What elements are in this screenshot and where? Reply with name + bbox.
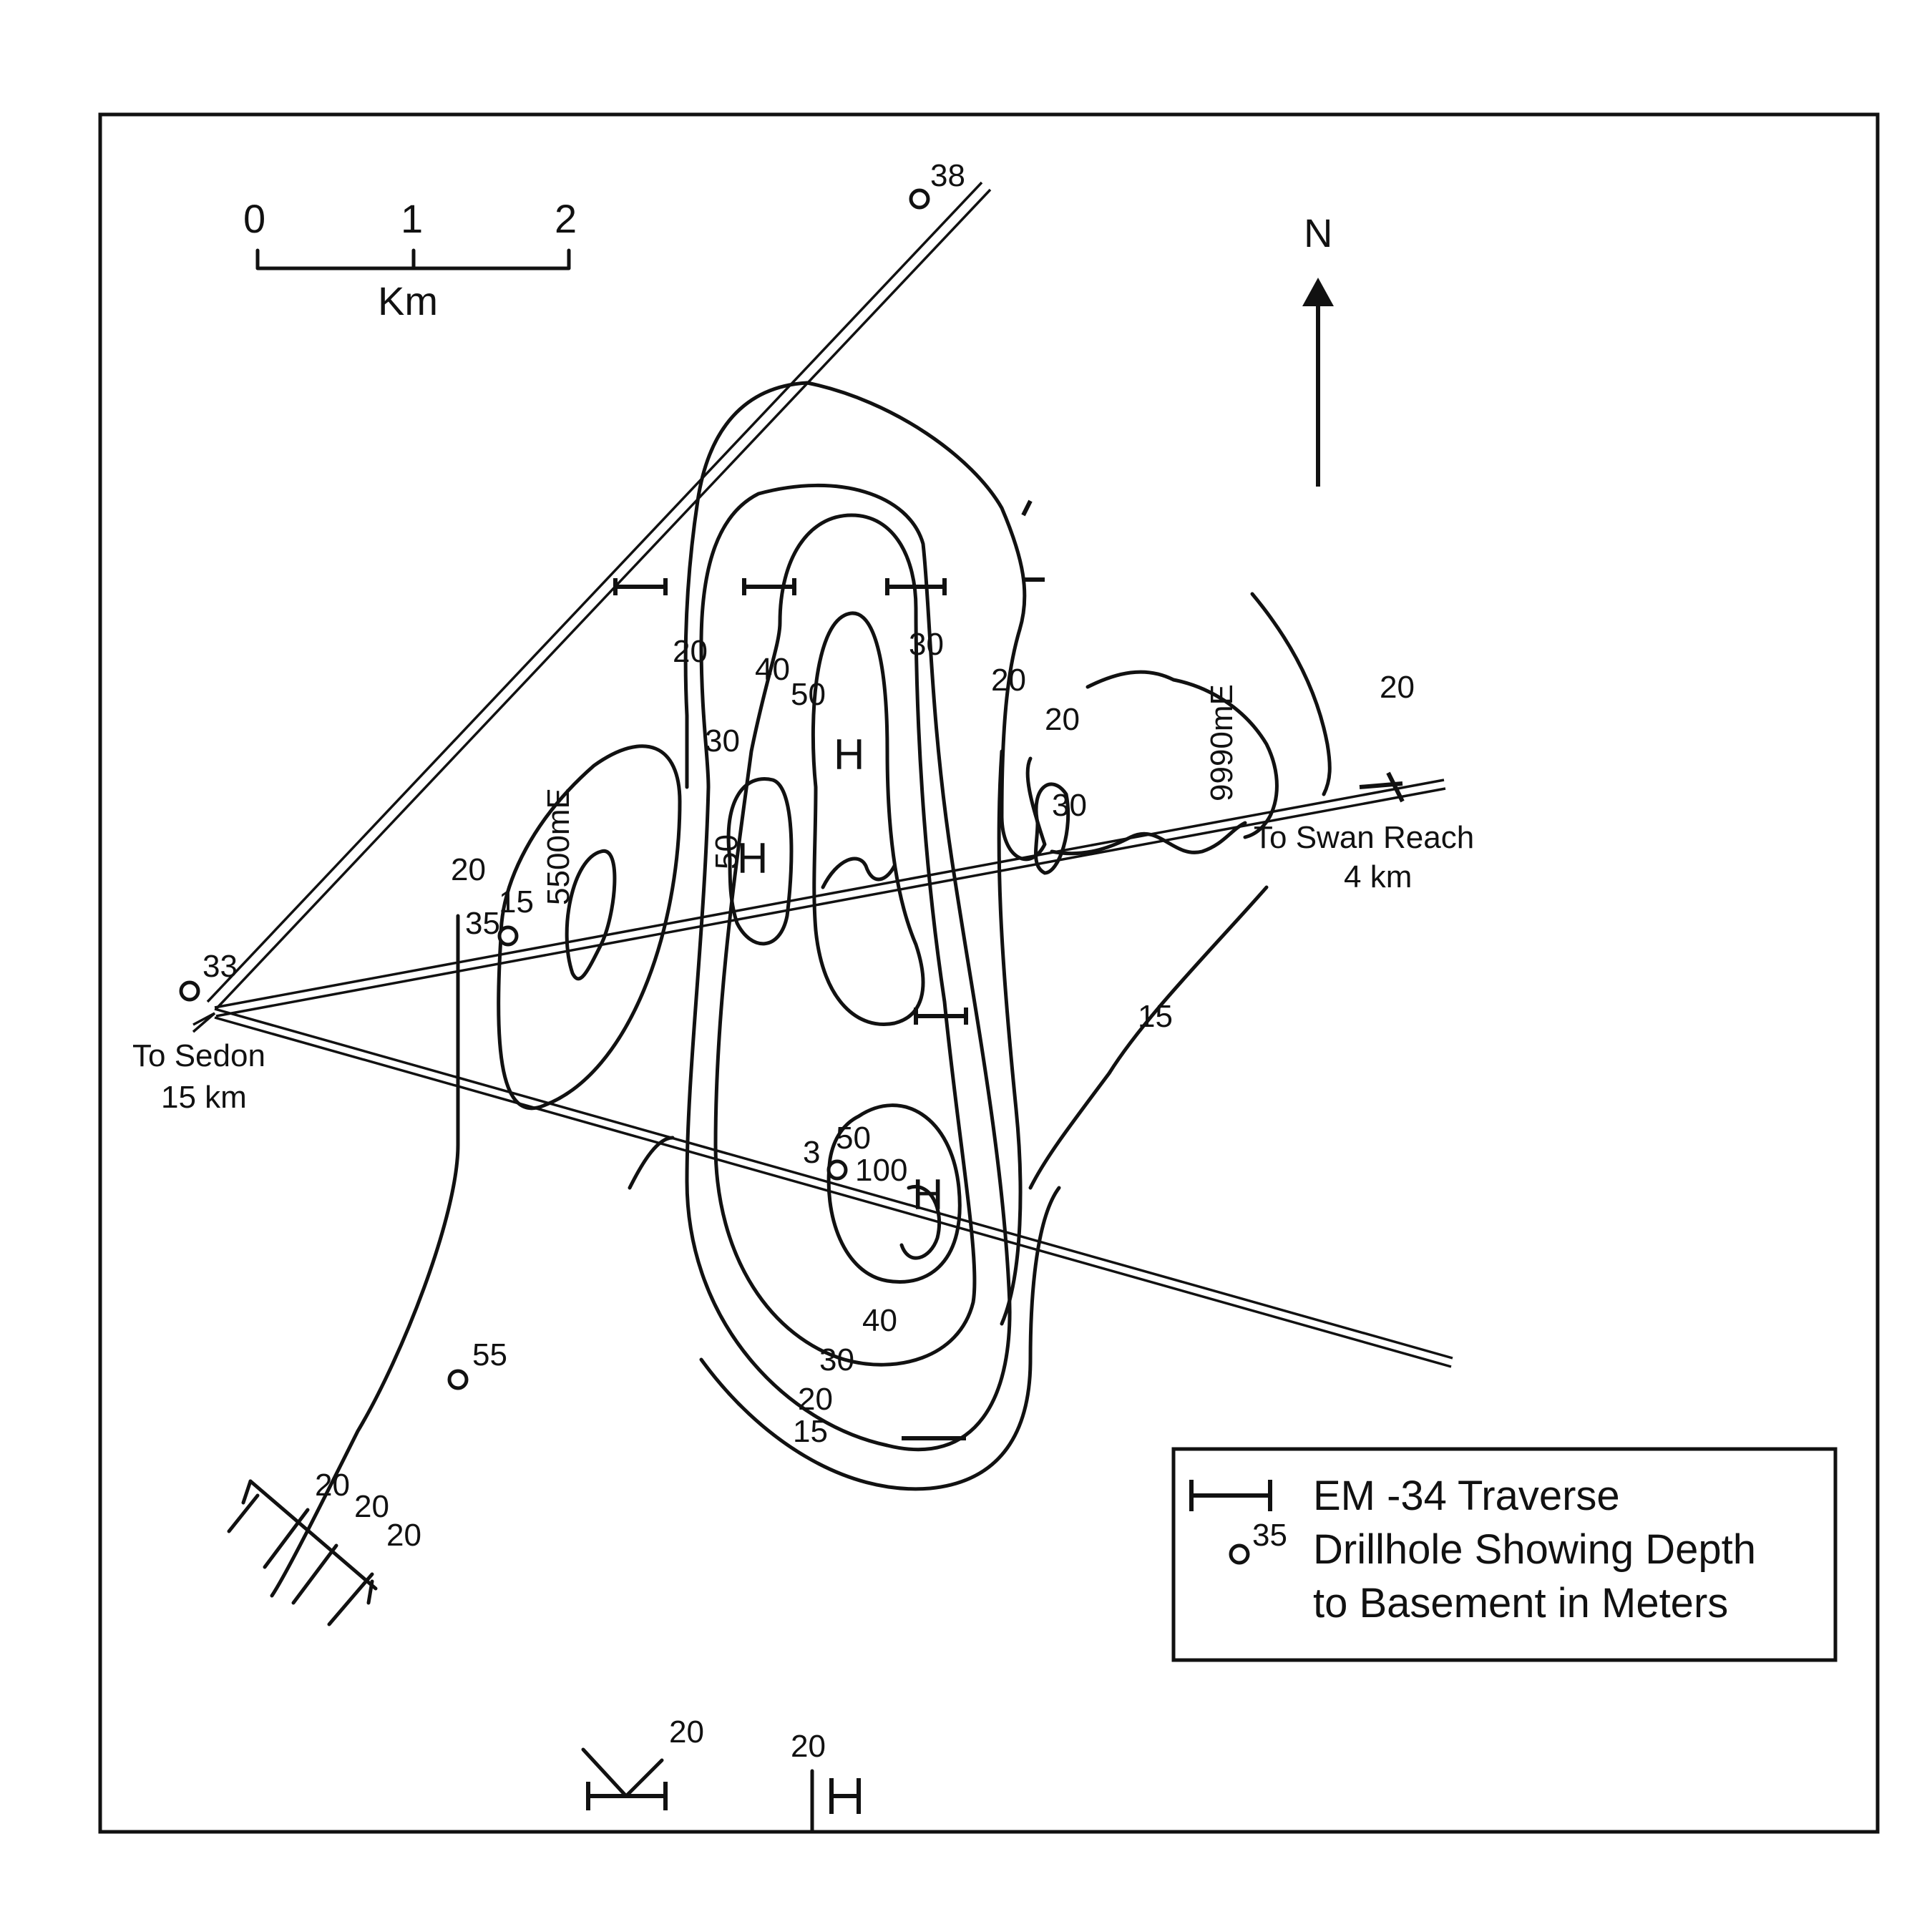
contour-label: 20 — [991, 663, 1026, 698]
scale-tick-2: 2 — [555, 196, 577, 241]
drillhole-38 — [909, 188, 930, 210]
contour-label: 20 — [354, 1489, 389, 1524]
contour-label: 20 — [451, 852, 486, 887]
drillholes — [179, 188, 930, 1390]
contour-label: 20 — [1380, 670, 1415, 705]
place-sedon-line1: To Sedon — [132, 1038, 265, 1073]
contour-labels: 20 40 50 30 20 20 30 30 20 20 15 50 15 5… — [315, 627, 1415, 1764]
contour-label: 20 — [315, 1468, 350, 1503]
contour-label: 15 — [499, 884, 534, 919]
contour-far-east — [1250, 592, 1332, 796]
contour-label: 20 — [791, 1729, 826, 1764]
drillhole-value-35: 35 — [465, 906, 500, 941]
drillhole-33 — [179, 980, 200, 1002]
contour-label: 50 — [791, 677, 826, 712]
contour-20-north-west — [683, 381, 809, 789]
contour-label: 20 — [386, 1518, 421, 1553]
contour-label: 100 — [855, 1153, 907, 1188]
contour-50-north — [811, 611, 925, 1026]
contour-20-west — [270, 914, 460, 1598]
contour-label: 20 — [798, 1382, 833, 1417]
contour-label: 15 — [1138, 999, 1173, 1034]
drillhole-value-3: 3 — [803, 1135, 820, 1170]
place-sedon-line2: 15 km — [161, 1080, 247, 1115]
contour-label: 40 — [862, 1303, 897, 1338]
drillhole-value-55: 55 — [472, 1337, 507, 1372]
contour-west-inner — [565, 849, 617, 981]
contour-label: 30 — [819, 1342, 854, 1377]
drillhole-35 — [497, 925, 519, 947]
legend-drillhole-icon — [1229, 1543, 1250, 1565]
contour-label: 30 — [909, 627, 944, 662]
high-marker-west: H — [737, 834, 768, 882]
contour-label: 40 — [755, 652, 790, 687]
drillhole-55 — [447, 1369, 469, 1390]
high-marker-north: H — [834, 731, 864, 779]
legend-drillhole-label-line1: Drillhole Showing Depth — [1313, 1526, 1756, 1573]
legend: EM -34 Traverse 35 Drillhole Showing Dep… — [1171, 1447, 1838, 1662]
scale-tick-1: 1 — [401, 196, 423, 241]
em34-traverses — [613, 499, 1405, 1440]
legend-drillhole-label-line2: to Basement in Meters — [1313, 1580, 1728, 1626]
drillhole-value-33: 33 — [203, 949, 238, 984]
scale-unit: Km — [378, 278, 438, 323]
contour-15-east — [1028, 885, 1269, 1190]
legend-box — [1171, 1447, 1838, 1662]
contour-label: 20 — [673, 634, 708, 669]
place-swan-reach-line2: 4 km — [1344, 859, 1412, 894]
drillhole-3 — [826, 1159, 848, 1181]
contour-20-east-loop — [1085, 670, 1279, 839]
scale-tick-0: 0 — [243, 196, 265, 241]
grid-label-9990me: 9990mE — [1204, 684, 1239, 801]
scale-bar: 0 1 2 Km — [243, 196, 577, 323]
contour-road-wiggle — [821, 857, 897, 889]
grid-label-5500me: 5500mE — [541, 788, 576, 905]
southwest-traverses — [227, 1479, 378, 1626]
roads — [192, 181, 1453, 1368]
contour-label: 30 — [705, 723, 740, 758]
contour-lines — [270, 381, 1332, 1598]
contour-40-north — [713, 513, 977, 1367]
contour-south-dash — [628, 1136, 675, 1190]
map-frame — [98, 112, 1880, 1834]
contour-15-south — [699, 1186, 1061, 1491]
legend-drillhole-value: 35 — [1252, 1518, 1287, 1553]
contour-label: 50 — [836, 1121, 871, 1156]
legend-traverse-icon — [1189, 1480, 1272, 1511]
contour-east-wiggle — [1050, 821, 1247, 856]
contour-west-loop — [497, 744, 682, 1111]
contour-30-east-loop — [1034, 782, 1070, 875]
contour-20-east — [997, 749, 1023, 1326]
contour-label: 50 — [709, 834, 744, 869]
contour-label: 15 — [793, 1414, 828, 1449]
north-label: N — [1304, 210, 1332, 255]
high-marker-south: H — [912, 1171, 943, 1219]
contour-label: 30 — [1052, 788, 1087, 823]
place-swan-reach-line1: To Swan Reach — [1254, 820, 1474, 855]
contour-50-south — [826, 1103, 962, 1284]
contour-100-south — [899, 1184, 942, 1260]
north-arrow-icon — [1302, 278, 1334, 306]
contour-label: 20 — [1045, 702, 1080, 737]
contour-15-north — [805, 381, 1047, 862]
drillhole-value-38: 38 — [930, 158, 965, 193]
contour-label: 20 — [669, 1714, 704, 1750]
bottom-traverses — [581, 1747, 861, 1834]
legend-traverse-label: EM -34 Traverse — [1313, 1473, 1620, 1519]
contour-50-west-loop — [726, 777, 794, 946]
contour-30-central — [685, 483, 1012, 1452]
north-arrow: N — [1302, 210, 1334, 487]
